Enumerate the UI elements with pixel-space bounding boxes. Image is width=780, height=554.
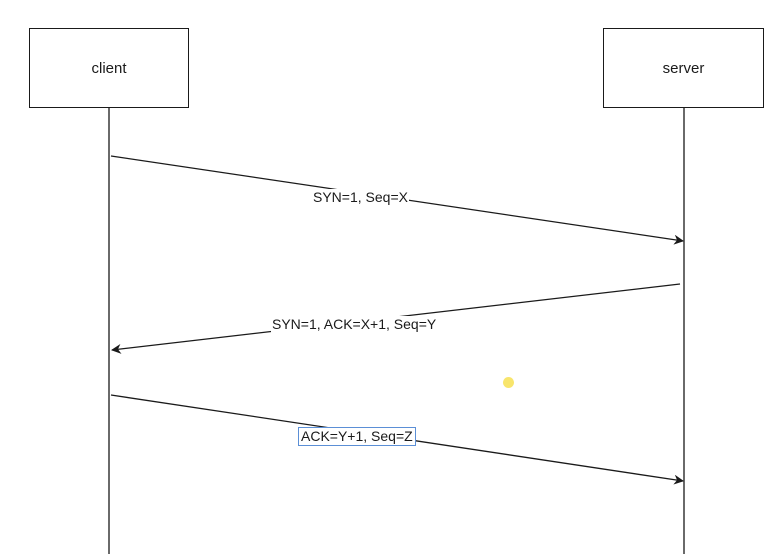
server-participant-box[interactable]: server <box>603 28 764 108</box>
cursor-highlight <box>503 377 514 388</box>
message-label-ack-selected[interactable]: ACK=Y+1, Seq=Z <box>298 427 416 446</box>
message-label-syn[interactable]: SYN=1, Seq=X <box>312 189 409 206</box>
client-participant-box[interactable]: client <box>29 28 189 108</box>
server-label: server <box>662 59 705 77</box>
client-label: client <box>91 59 127 77</box>
message-label-syn-ack[interactable]: SYN=1, ACK=X+1, Seq=Y <box>271 316 438 333</box>
